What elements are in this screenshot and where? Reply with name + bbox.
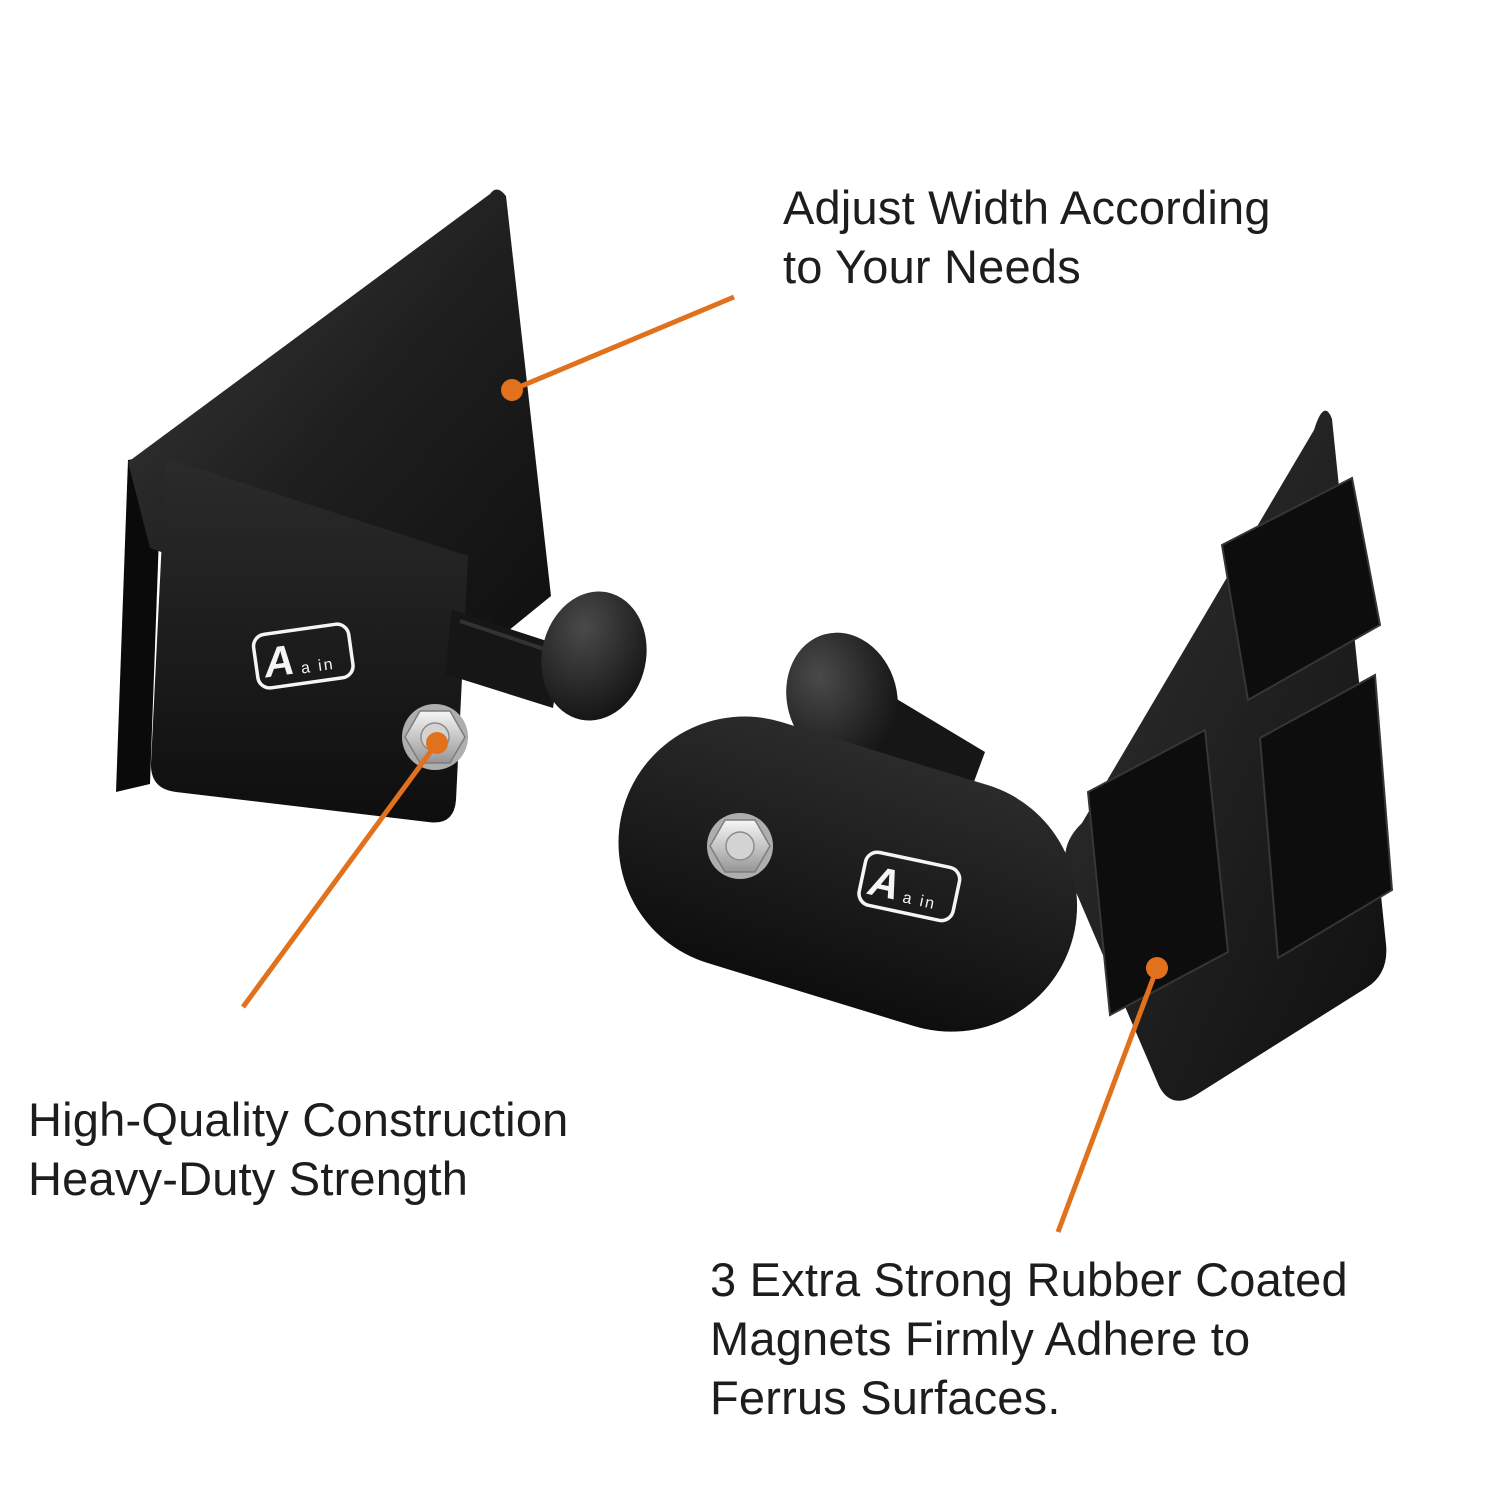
brand-text-right: a in [901,889,938,913]
magnet-block-left [1086,728,1230,1017]
callout-dot-construction [426,732,448,754]
callout-dot-magnets [1146,957,1168,979]
callout-construction-line-2: Heavy-Duty Strength [28,1152,469,1206]
brand-logo-left: A a in [251,622,355,690]
callout-adjust-width-line-1: Adjust Width According [783,181,1271,234]
right-bracket-front-face [618,716,1078,1032]
brand-mark: A [260,636,298,687]
callout-magnets: 3 Extra Strong Rubber Coated Magnets Fir… [710,1250,1348,1428]
roller-peg-highlight [459,619,557,655]
callout-magnets-line-1: 3 Extra Strong Rubber Coated [710,1253,1348,1306]
brand-logo-outline-right [857,850,962,923]
callout-construction-line-1: High-Quality Construction [28,1093,569,1146]
magnet-block-right [1258,673,1394,960]
callout-adjust-width: Adjust Width According to Your Needs [783,178,1271,296]
callout-line-construction [240,741,440,1009]
left-bracket-front-face [150,458,469,823]
callout-adjust-width-line-2: to Your Needs [783,240,1081,294]
callout-lines [240,294,1168,1233]
left-bracket-illustration: A a in [116,189,647,823]
callout-dot-adjust-width [501,379,523,401]
roller-end-cap-right [786,632,898,764]
roller-end-cap [541,591,647,721]
right-bracket-front-face-group [618,716,1078,1032]
hex-bolt-center-right [725,831,755,861]
brand-logo-outline [251,622,355,690]
callout-construction: High-Quality Construction Heavy-Duty Str… [28,1090,569,1208]
brand-text: a in [300,656,336,678]
right-bracket-illustration: A a in [618,410,1394,1101]
callout-magnets-line-3: Ferrus Surfaces. [710,1371,1061,1425]
magnet-block-top [1220,476,1382,702]
callout-line-adjust-width [511,294,735,393]
callout-magnets-line-2: Magnets Firmly Adhere to [710,1312,1251,1366]
callout-line-magnets [1055,967,1160,1233]
roller-peg [445,610,562,708]
